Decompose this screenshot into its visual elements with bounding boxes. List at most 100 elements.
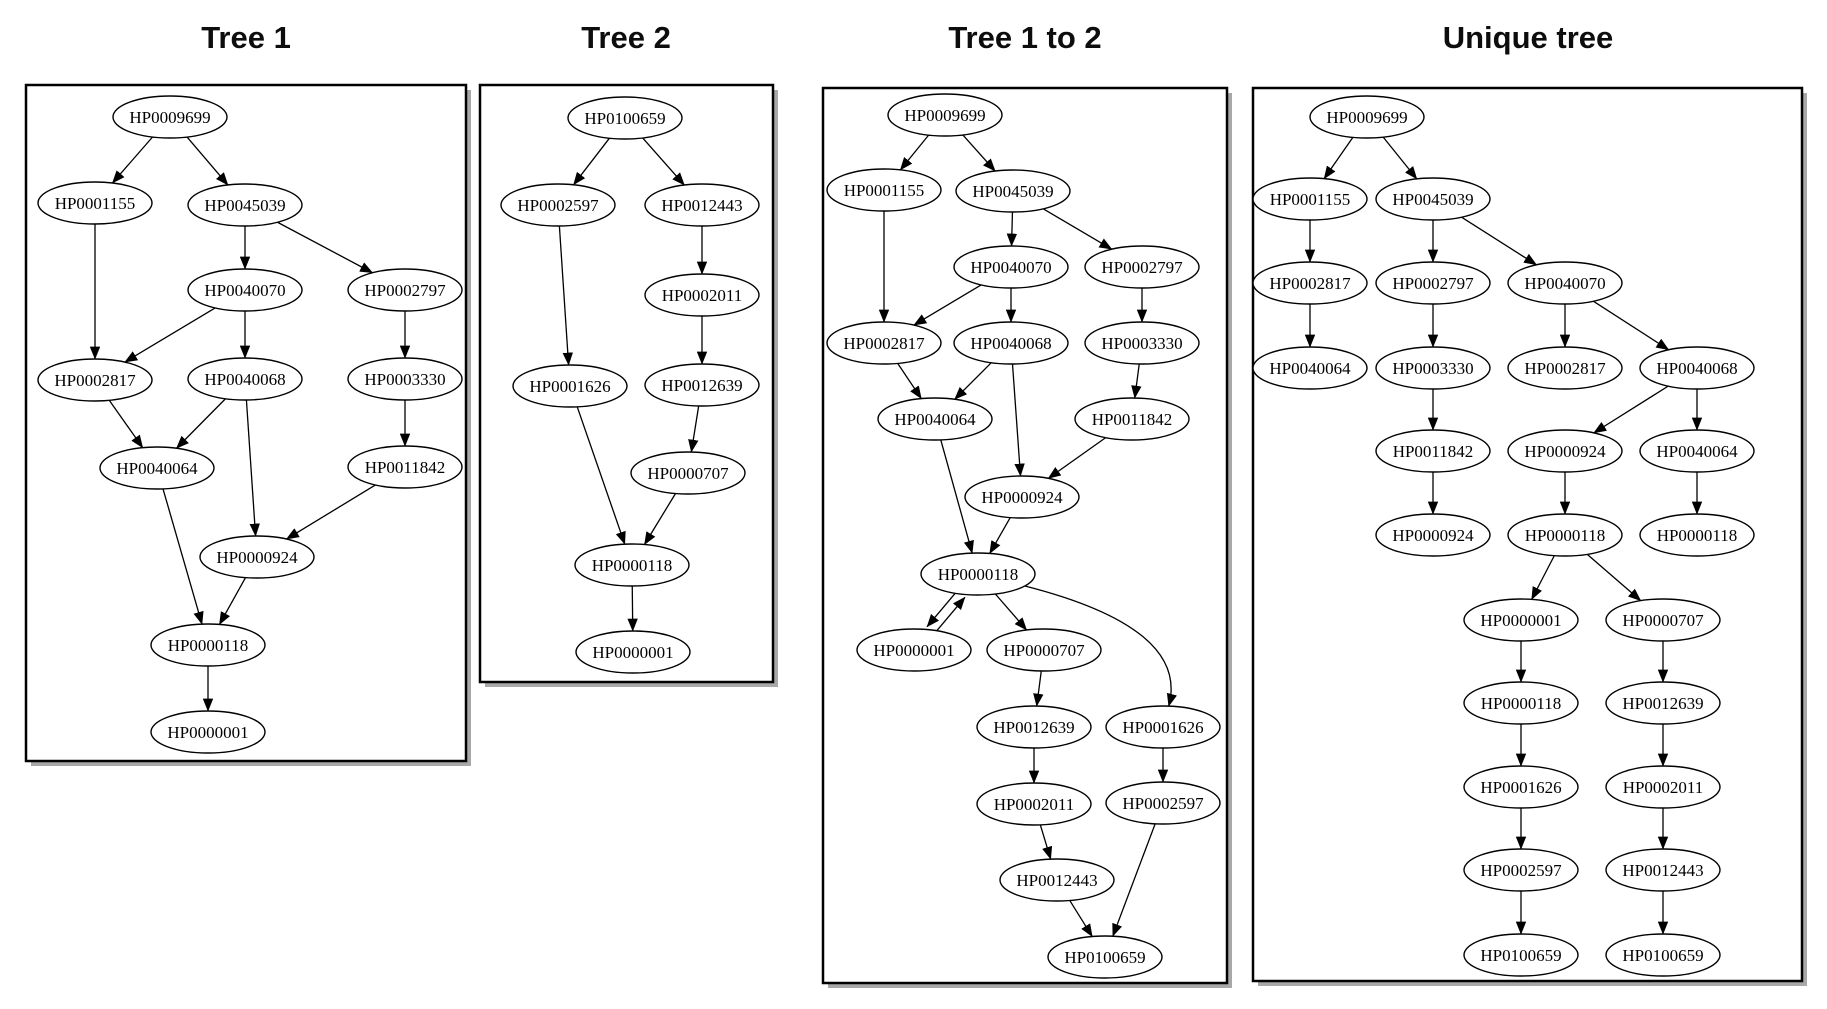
node-HP0040064: HP0040064 <box>877 397 993 441</box>
node-ellipse <box>826 321 942 365</box>
node-ellipse <box>1074 397 1190 441</box>
node-ellipse <box>887 93 1003 137</box>
node-HP0002817: HP0002817 <box>826 321 942 365</box>
node-HP0000924: HP0000924 <box>964 475 1080 519</box>
node-label: HP0000924 <box>981 488 1063 507</box>
node-label: HP0000707 <box>1622 611 1704 630</box>
edge-HP0045039-to-HP0002797 <box>277 221 374 274</box>
node-HP0000001: HP0000001 <box>1463 598 1579 642</box>
node-label: HP0000001 <box>1480 611 1561 630</box>
node-label: HP0012639 <box>1622 694 1703 713</box>
node-label: HP0045039 <box>204 196 285 215</box>
edge-HP0040064-to-HP0000118 <box>162 488 204 625</box>
panel-title-unique-tree: Unique tree <box>1442 20 1614 55</box>
node-HP0002011: HP0002011 <box>1605 765 1721 809</box>
node-HP0000118: HP0000118 <box>1639 513 1755 557</box>
node-ellipse <box>1507 261 1623 305</box>
node-HP0100659: HP0100659 <box>1605 933 1721 977</box>
node-HP0002817: HP0002817 <box>1507 346 1623 390</box>
node-label: HP0100659 <box>1480 946 1561 965</box>
panel-frame <box>821 86 1229 985</box>
node-ellipse <box>877 397 993 441</box>
node-label: HP0040068 <box>1656 359 1737 378</box>
node-HP0045039: HP0045039 <box>955 169 1071 213</box>
node-label: HP0011842 <box>1092 410 1173 429</box>
node-HP0001155: HP0001155 <box>1252 177 1368 221</box>
node-ellipse <box>199 535 315 579</box>
node-HP0012443: HP0012443 <box>644 183 760 227</box>
edge-HP0011842-to-HP0000924 <box>1047 437 1107 479</box>
node-label: HP0002817 <box>1524 359 1606 378</box>
node-label: HP0100659 <box>1622 946 1703 965</box>
edge-HP0100659-to-HP0012443 <box>642 137 685 186</box>
node-ellipse <box>644 183 760 227</box>
node-label: HP0040068 <box>970 334 1051 353</box>
node-HP0003330: HP0003330 <box>347 357 463 401</box>
node-HP0040070: HP0040070 <box>187 268 303 312</box>
edge-HP0045039-to-HP0040070 <box>1461 216 1537 266</box>
node-HP0002011: HP0002011 <box>976 782 1092 826</box>
node-label: HP0000924 <box>216 548 298 567</box>
node-HP0011842: HP0011842 <box>347 445 463 489</box>
node-ellipse <box>1309 95 1425 139</box>
node-ellipse <box>1463 848 1579 892</box>
node-HP0003330: HP0003330 <box>1375 346 1491 390</box>
node-ellipse <box>976 705 1092 749</box>
node-label: HP0040064 <box>1269 359 1351 378</box>
node-ellipse <box>512 364 628 408</box>
node-HP0002797: HP0002797 <box>1084 245 1200 289</box>
node-HP0009699: HP0009699 <box>887 93 1003 137</box>
node-ellipse <box>1375 261 1491 305</box>
node-ellipse <box>187 357 303 401</box>
node-ellipse <box>986 628 1102 672</box>
node-ellipse <box>1375 513 1491 557</box>
node-ellipse <box>574 543 690 587</box>
node-label: HP0000118 <box>1657 526 1738 545</box>
node-ellipse <box>150 710 266 754</box>
edge-HP0002817-to-HP0040064 <box>108 399 144 449</box>
node-label: HP0009699 <box>1326 108 1407 127</box>
node-label: HP0002797 <box>364 281 446 300</box>
node-HP0100659: HP0100659 <box>567 96 683 140</box>
node-HP0002597: HP0002597 <box>1463 848 1579 892</box>
node-label: HP0040068 <box>204 370 285 389</box>
node-HP0000924: HP0000924 <box>199 535 315 579</box>
node-ellipse <box>187 183 303 227</box>
node-ellipse <box>1463 598 1579 642</box>
node-HP0100659: HP0100659 <box>1047 935 1163 979</box>
edge-HP0000118-to-HP0000707 <box>994 593 1028 631</box>
node-ellipse <box>1463 681 1579 725</box>
edge-HP0012443-to-HP0100659 <box>1069 900 1093 938</box>
edge-HP0000924-to-HP0000118 <box>218 577 247 625</box>
node-label: HP0100659 <box>1064 948 1145 967</box>
node-label: HP0002011 <box>994 795 1075 814</box>
node-ellipse <box>964 475 1080 519</box>
node-label: HP0003330 <box>1101 334 1182 353</box>
node-ellipse <box>187 268 303 312</box>
node-HP0000001: HP0000001 <box>575 630 691 674</box>
node-label: HP0000707 <box>647 464 729 483</box>
node-HP0000001: HP0000001 <box>150 710 266 754</box>
edge-HP0009699-to-HP0001155 <box>111 136 154 184</box>
edge-HP0000118-to-HP0001626 <box>1024 585 1177 707</box>
node-label: HP0000924 <box>1524 442 1606 461</box>
node-HP0012443: HP0012443 <box>999 858 1115 902</box>
node-label: HP0012443 <box>1016 871 1097 890</box>
node-label: HP0000001 <box>873 641 954 660</box>
node-ellipse <box>955 169 1071 213</box>
node-label: HP0040070 <box>1524 274 1605 293</box>
node-label: HP0002597 <box>1480 861 1562 880</box>
node-label: HP0009699 <box>904 106 985 125</box>
node-label: HP0100659 <box>584 109 665 128</box>
node-label: HP0045039 <box>1392 190 1473 209</box>
edge-HP0009699-to-HP0045039 <box>962 134 996 172</box>
node-ellipse <box>1605 765 1721 809</box>
node-label: HP0000118 <box>592 556 673 575</box>
node-label: HP0002817 <box>54 371 136 390</box>
node-HP0000118: HP0000118 <box>1507 513 1623 557</box>
node-label: HP0002597 <box>517 196 599 215</box>
node-ellipse <box>347 268 463 312</box>
node-HP0012443: HP0012443 <box>1605 848 1721 892</box>
